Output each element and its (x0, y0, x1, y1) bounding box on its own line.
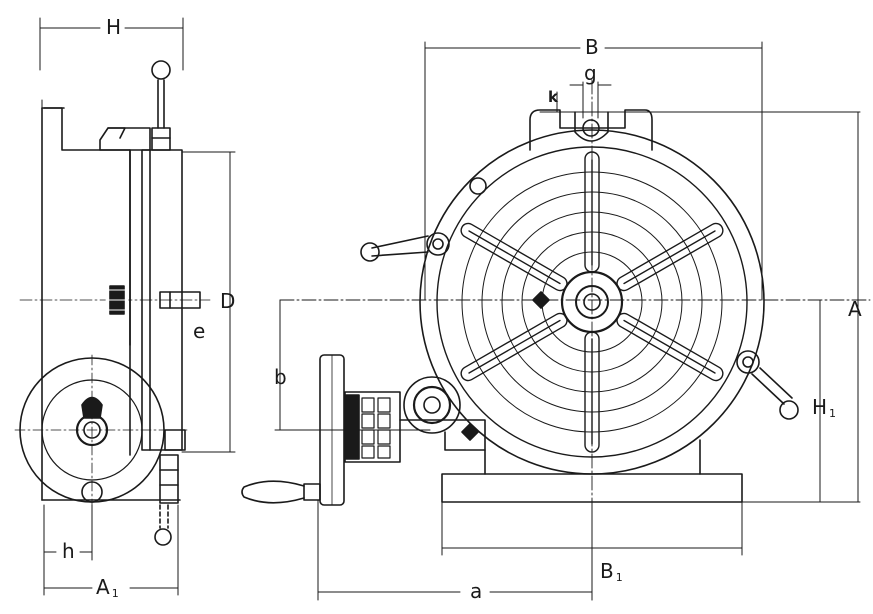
label-h: h (62, 539, 75, 563)
label-B: B (585, 35, 599, 59)
label-e: e (193, 319, 205, 343)
label-A: A (848, 297, 862, 321)
front-view (241, 41, 871, 601)
side-view (14, 17, 236, 596)
label-a: a (470, 579, 482, 603)
label-D: D (220, 289, 235, 313)
label-g: g (584, 61, 597, 85)
label-b: b (274, 365, 287, 389)
label-k: k (548, 88, 559, 106)
label-H: H (106, 15, 121, 39)
